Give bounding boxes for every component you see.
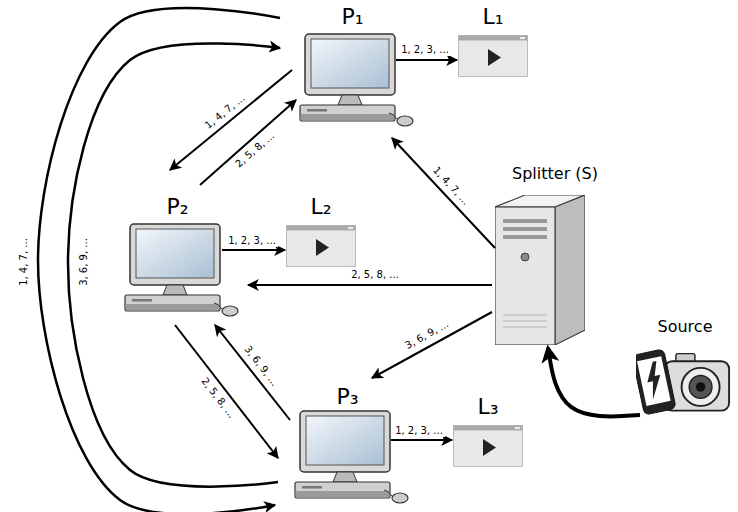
sequence-label: 2, 5, 8, ...	[232, 129, 279, 172]
arrow-connector	[38, 8, 280, 512]
sequence-label: 1, 4, 7, ...	[18, 236, 30, 288]
sequence-label: 2, 5, 8, ...	[197, 374, 238, 422]
source-label: Source	[658, 318, 713, 336]
arrow-connector	[222, 249, 285, 251]
player-window	[459, 36, 528, 77]
arrow-connector	[548, 348, 640, 416]
player-node: L₁	[455, 5, 531, 80]
sequence-label: 3, 6, 9, ...	[78, 236, 90, 288]
sequence-label: 1, 4, 7, ...	[201, 91, 249, 133]
sequence-label: 1, 2, 3, ...	[393, 425, 445, 437]
camera-phone-icon	[632, 349, 729, 415]
computer-node: P₂	[110, 195, 245, 320]
player-node: L₂	[283, 195, 359, 270]
splitter-label: Splitter (S)	[512, 165, 598, 183]
arrow-connector	[68, 43, 280, 486]
sequence-label: 1, 4, 7, ...	[429, 163, 473, 209]
player-node: L₃	[450, 395, 526, 470]
sequence-label: 1, 2, 3, ...	[399, 44, 451, 56]
arrow-connector	[396, 59, 457, 61]
player-window	[454, 426, 523, 467]
splitter-node: Splitter (S)	[490, 165, 620, 345]
player-label: L₁	[482, 5, 503, 29]
player-label: L₃	[477, 395, 498, 419]
peer-label: P₁	[341, 5, 363, 29]
source-node: Source	[635, 318, 735, 433]
peer-label: P₂	[166, 195, 188, 219]
sequence-label: 1, 2, 3, ...	[226, 235, 278, 247]
arrow-connector	[175, 325, 278, 458]
peer-label: P₃	[336, 385, 358, 409]
computer-icon	[295, 411, 408, 503]
server-icon	[495, 195, 585, 345]
sequence-label: 3, 6, 9, ...	[240, 342, 281, 390]
arrow-connector	[248, 284, 492, 286]
computer-node: P₁	[285, 5, 420, 135]
computer-icon	[125, 224, 238, 316]
arrow-connector	[391, 439, 452, 441]
player-window	[287, 226, 356, 267]
player-label: L₂	[310, 195, 331, 219]
sequence-label: 3, 6, 9, ...	[401, 317, 452, 353]
arrow-connector	[372, 312, 492, 378]
sequence-label: 2, 5, 8, ...	[349, 269, 401, 281]
arrow-connector	[392, 138, 495, 248]
computer-icon	[300, 34, 413, 126]
computer-node: P₃	[280, 385, 415, 510]
